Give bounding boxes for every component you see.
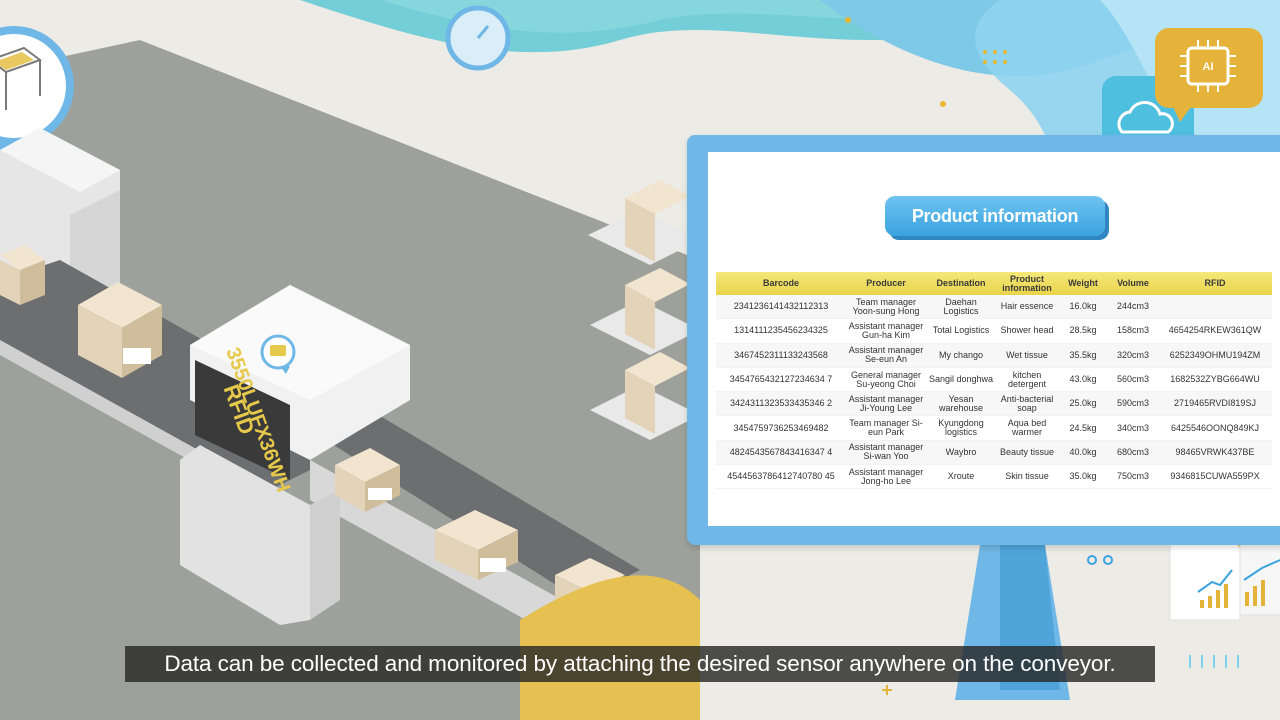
table-cell: My chango xyxy=(926,343,996,368)
table-cell: 35.0kg xyxy=(1058,464,1108,490)
table-cell: Team manager Si-eun Park xyxy=(846,415,926,441)
table-cell: 98465VRWK437BE xyxy=(1158,440,1272,466)
box-3 xyxy=(435,510,518,580)
table-cell: 40.0kg xyxy=(1058,440,1108,466)
table-cell: 35.5kg xyxy=(1058,343,1108,368)
table-row: 2341236141432112313 Team manager Yoon-su… xyxy=(716,295,1272,320)
table-cell: 3424311323533435346 2 xyxy=(716,391,846,417)
box-2 xyxy=(335,448,400,512)
table-row: 4824543567843416347 4 Assistant manager … xyxy=(716,440,1272,466)
table-cell: Xroute xyxy=(926,464,996,490)
table-cell: Aqua bed warmer xyxy=(996,415,1058,441)
table-cell: Assistant manager Se-eun An xyxy=(846,343,926,368)
column-header: RFID xyxy=(1158,272,1272,295)
table-cell: 6425546OONQ849KJ xyxy=(1158,415,1272,441)
table-row: 4544563786412740780 45 Assistant manager… xyxy=(716,464,1272,490)
table-cell: 1314111235456234325 xyxy=(716,318,846,344)
table-row: 3424311323533435346 2 Assistant manager … xyxy=(716,391,1272,417)
column-header: Destination xyxy=(926,272,996,295)
table-cell: Skin tissue xyxy=(996,464,1058,490)
table-cell: 320cm3 xyxy=(1108,343,1158,368)
table-cell: 680cm3 xyxy=(1108,440,1158,466)
table-row: 3467452311133243568 Assistant manager Se… xyxy=(716,343,1272,368)
table-cell: Daehan Logistics xyxy=(926,295,996,320)
table-cell: Team manager Yoon-sung Hong xyxy=(846,295,926,320)
table-cell: 158cm3 xyxy=(1108,318,1158,344)
box-4 xyxy=(0,245,45,305)
product-information-title: Product information xyxy=(885,196,1105,236)
table-cell: Yesan warehouse xyxy=(926,391,996,417)
table-cell: 24.5kg xyxy=(1058,415,1108,441)
table-cell: 25.0kg xyxy=(1058,391,1108,417)
column-header: Barcode xyxy=(716,272,846,295)
ai-chip-label: AI xyxy=(1203,61,1214,73)
table-cell: 9346815CUWA559PX xyxy=(1158,464,1272,490)
table-cell: 2341236141432112313 xyxy=(716,295,846,320)
table-cell: Beauty tissue xyxy=(996,440,1058,466)
table-cell: 3467452311133243568 xyxy=(716,343,846,368)
table-cell: 28.5kg xyxy=(1058,318,1108,344)
table-cell: Total Logistics xyxy=(926,318,996,344)
table-cell: 3454765432127234634 7 xyxy=(716,367,846,393)
table-cell: 560cm3 xyxy=(1108,367,1158,393)
product-table-container: Barcode Producer Destination Product inf… xyxy=(716,272,1272,490)
table-cell: 340cm3 xyxy=(1108,415,1158,441)
table-cell: 244cm3 xyxy=(1108,295,1158,320)
table-header-row: Barcode Producer Destination Product inf… xyxy=(716,272,1272,295)
table-cell: 6252349OHMU194ZM xyxy=(1158,343,1272,368)
table-cell: 2719465RVDI819SJ xyxy=(1158,391,1272,417)
table-cell: Assistant manager Gun-ha Kim xyxy=(846,318,926,344)
box-1 xyxy=(78,282,162,378)
table-cell: Assistant manager Si-wan Yoo xyxy=(846,440,926,466)
table-cell: Waybro xyxy=(926,440,996,466)
table-cell: 4654254RKEW361QW xyxy=(1158,318,1272,344)
column-header: Weight xyxy=(1058,272,1108,295)
table-cell: Hair essence xyxy=(996,295,1058,320)
table-cell: 3454759736253469482 xyxy=(716,415,846,441)
table-row: 3454759736253469482 Team manager Si-eun … xyxy=(716,415,1272,441)
table-cell: 750cm3 xyxy=(1108,464,1158,490)
table-cell: 16.0kg xyxy=(1058,295,1108,320)
table-row: 1314111235456234325 Assistant manager Gu… xyxy=(716,318,1272,344)
table-cell: Assistant manager Jong-ho Lee xyxy=(846,464,926,490)
table-cell: 4544563786412740780 45 xyxy=(716,464,846,490)
table-cell: Kyungdong logistics xyxy=(926,415,996,441)
product-table: Barcode Producer Destination Product inf… xyxy=(716,272,1272,490)
table-cell: kitchen detergent xyxy=(996,367,1058,393)
table-cell: Sangil donghwa xyxy=(926,367,996,393)
table-cell: 4824543567843416347 4 xyxy=(716,440,846,466)
table-cell: 590cm3 xyxy=(1108,391,1158,417)
column-header: Volume xyxy=(1108,272,1158,295)
table-cell: 1682532ZYBG664WU xyxy=(1158,367,1272,393)
table-cell: Anti-bacterial soap xyxy=(996,391,1058,417)
table-cell: 43.0kg xyxy=(1058,367,1108,393)
table-cell: General manager Su-yeong Choi xyxy=(846,367,926,393)
table-cell xyxy=(1158,295,1272,320)
column-header: Producer xyxy=(846,272,926,295)
column-header: Product information xyxy=(996,272,1058,295)
table-cell: Assistant manager Ji-Young Lee xyxy=(846,391,926,417)
table-cell: Wet tissue xyxy=(996,343,1058,368)
table-row: 3454765432127234634 7 General manager Su… xyxy=(716,367,1272,393)
table-cell: Shower head xyxy=(996,318,1058,344)
video-subtitle: Data can be collected and monitored by a… xyxy=(125,646,1155,682)
